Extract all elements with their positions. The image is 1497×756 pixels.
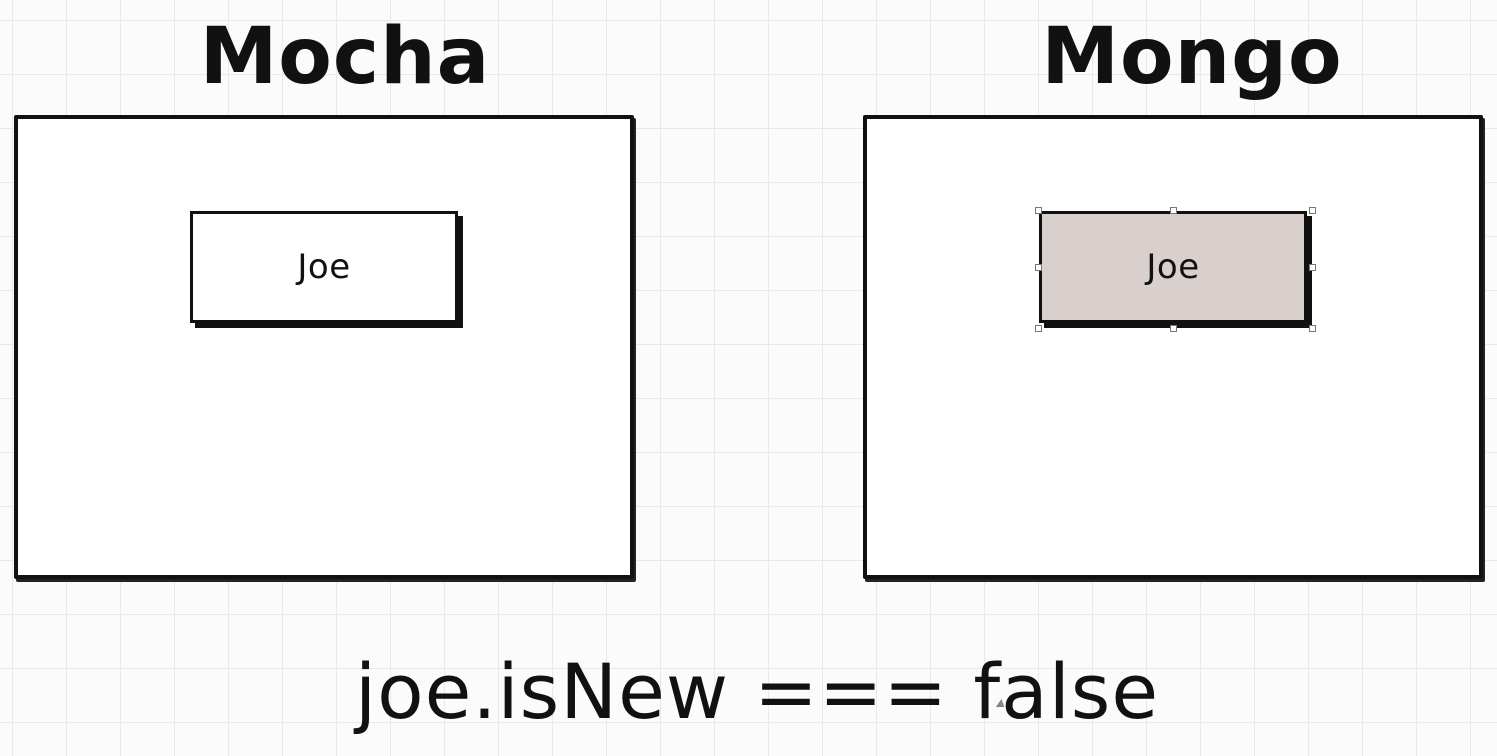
mongo-joe-label: Joe	[1146, 247, 1200, 287]
selection-handle-bottom-center[interactable]	[1170, 325, 1177, 332]
selection-handle-top-right[interactable]	[1309, 207, 1316, 214]
selection-handle-top-left[interactable]	[1035, 207, 1042, 214]
mocha-panel: Joe	[14, 115, 634, 579]
selection-handle-top-center[interactable]	[1170, 207, 1177, 214]
selection-handle-bottom-right[interactable]	[1309, 325, 1316, 332]
mongo-joe-record[interactable]: Joe	[1035, 207, 1316, 332]
mocha-joe-label: Joe	[297, 247, 351, 287]
mongo-title: Mongo	[1041, 12, 1343, 102]
mongo-panel: Joe	[863, 115, 1483, 579]
mocha-joe-record: Joe	[190, 211, 458, 323]
is-new-expression: joe.isNew === false	[355, 647, 1160, 736]
selection-handle-bottom-left[interactable]	[1035, 325, 1042, 332]
selection-handle-middle-left[interactable]	[1035, 264, 1042, 271]
selection-handle-middle-right[interactable]	[1309, 264, 1316, 271]
mocha-title: Mocha	[199, 12, 491, 102]
